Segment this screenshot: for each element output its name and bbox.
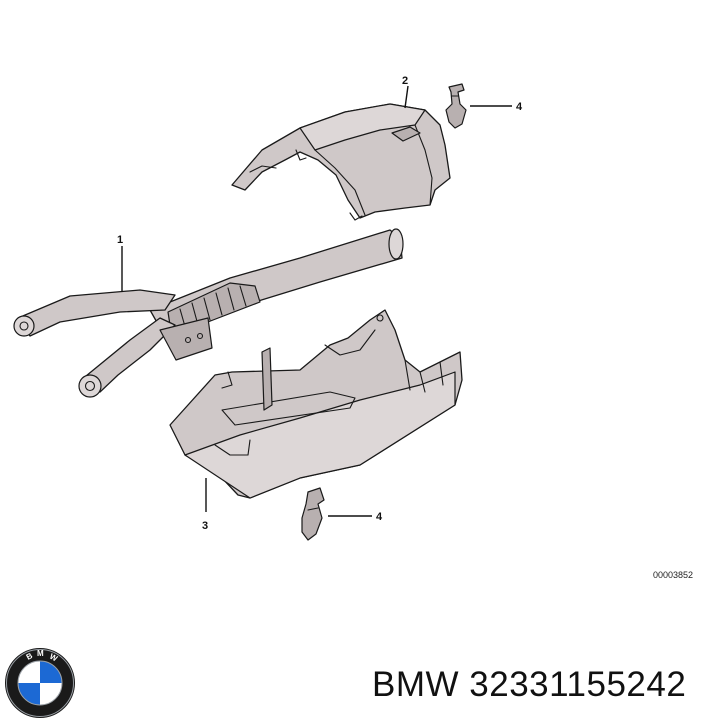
part-3-lower-trim: [169, 309, 463, 499]
callout-4-bottom: 4: [376, 511, 383, 523]
svg-text:B: B: [25, 651, 35, 662]
caption-brand: BMW: [372, 665, 460, 704]
svg-text:M: M: [37, 649, 44, 658]
caption-part-number: 32331155242: [469, 665, 687, 704]
bmw-logo: B M W: [5, 648, 75, 718]
callout-3: 3: [202, 520, 208, 532]
leader-lines: [121, 85, 512, 517]
svg-text:W: W: [48, 652, 59, 664]
part-2-upper-trim: [231, 103, 451, 221]
callout-2: 2: [402, 75, 408, 87]
diagram-number: 00003852: [653, 570, 693, 580]
callout-1: 1: [117, 234, 123, 246]
part-4-clip-top: [445, 83, 467, 129]
part-4-clip-bottom: [301, 487, 325, 541]
callout-4-top: 4: [516, 101, 523, 113]
part-caption: BMW 32331155242: [372, 660, 717, 710]
part-1-steering-column: [13, 228, 404, 398]
